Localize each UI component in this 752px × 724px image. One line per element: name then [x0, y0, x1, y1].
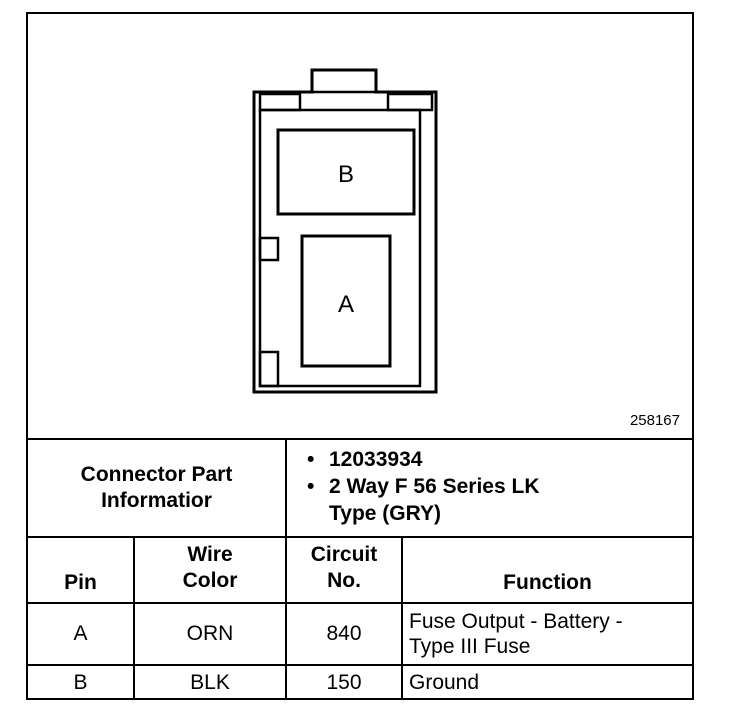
figure-id: 258167: [629, 412, 680, 429]
connector-diagram: B A: [252, 68, 438, 394]
pin-cell: A: [28, 602, 135, 666]
left-key-upper: [258, 236, 280, 262]
wire-color-cell: BLK: [133, 664, 287, 699]
part-info-label-cell: Connector Part Informatior: [28, 438, 287, 538]
wire-color-cell: ORN: [133, 602, 287, 666]
left-key-lower: [258, 350, 280, 388]
function-cell: Fuse Output - Battery - Type III Fuse: [400, 602, 693, 666]
part-info-values-cell: 12033934 2 Way F 56 Series LK Type (GRY): [284, 438, 693, 538]
cavity-b: [276, 128, 416, 216]
part-info-label: Connector Part Informatior: [80, 463, 233, 512]
cavity-b-label: B: [338, 161, 354, 188]
pin-cell: B: [28, 664, 135, 699]
circuit-cell: 150: [285, 664, 403, 699]
table-row: B BLK 150 Ground: [28, 664, 693, 699]
connector-inner-wall: [258, 108, 422, 388]
connector-body: [252, 68, 438, 394]
part-info-row: Connector Part Informatior 12033934 2 Wa…: [28, 438, 693, 538]
part-number: 12033934: [307, 446, 686, 473]
header-function: Function: [400, 536, 693, 604]
cavity-a: [300, 234, 392, 368]
connector-description: 2 Way F 56 Series LK Type (GRY): [307, 473, 686, 527]
right-top-notch: [386, 92, 434, 112]
pinout-table: Connector Part Informatior 12033934 2 Wa…: [28, 438, 693, 699]
header-pin: Pin: [28, 536, 135, 604]
connector-frame: B A 258167 Connector Part Informatior 12…: [26, 12, 694, 700]
header-circuit: Circuit No.: [285, 536, 403, 604]
function-cell: Ground: [400, 664, 693, 699]
header-wire-color: Wire Color: [133, 536, 287, 604]
table-row: A ORN 840 Fuse Output - Battery - Type I…: [28, 602, 693, 666]
part-info-list: 12033934 2 Way F 56 Series LK Type (GRY): [293, 446, 686, 527]
cavity-a-label: A: [338, 291, 354, 318]
left-top-notch: [258, 92, 302, 112]
header-row: Pin Wire Color Circuit No. Function: [28, 536, 693, 604]
circuit-cell: 840: [285, 602, 403, 666]
